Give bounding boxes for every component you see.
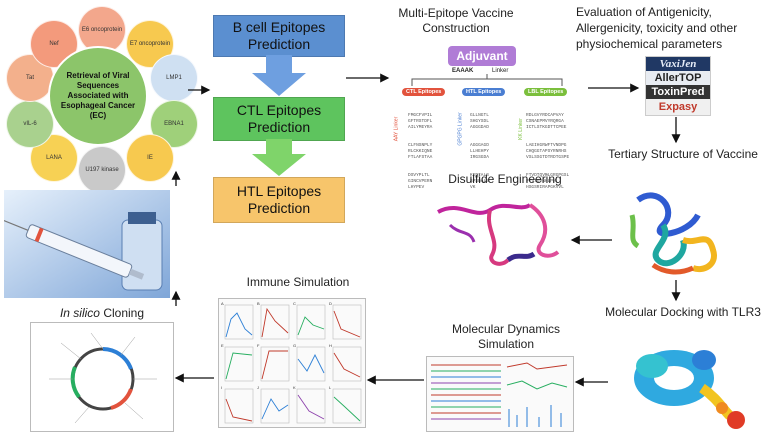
- toxinpred-logo: ToxinPred: [646, 85, 710, 99]
- down-arrow-green: [252, 139, 306, 176]
- immune-panel-c: C: [293, 301, 296, 306]
- petal-lmp1: LMP1: [150, 54, 198, 102]
- ctl-epitope-label: CTL Epitopes Prediction: [236, 102, 322, 135]
- expasy-logo: Expasy: [646, 99, 710, 115]
- ctl-epitope-box: CTL Epitopes Prediction: [213, 97, 345, 141]
- immune-title: Immune Simulation: [246, 275, 350, 289]
- construct-brace: [411, 74, 563, 86]
- allertop-logo: AllerTOP: [646, 71, 710, 85]
- disulfide-title: Disulfide Engineering: [448, 172, 562, 186]
- immune-panel-b: B: [257, 301, 260, 306]
- ctl-epitopes-tag: CTL Epitopes: [402, 88, 446, 96]
- vaccine-construction-title: Multi-Epitope Vaccine Construction: [398, 6, 514, 35]
- md-plots-figure: [426, 356, 574, 432]
- down-arrow-blue: [252, 55, 306, 96]
- petal-u197: U197 kinase: [78, 146, 126, 194]
- docking-title: Molecular Docking with TLR3: [605, 305, 761, 319]
- vaccine-construct-diagram: Adjuvant EAAAK Linker CTL Epitopes HTL E…: [393, 46, 576, 190]
- immune-panel-a: A: [221, 301, 224, 306]
- vaxijen-logo: VaxiJen: [646, 57, 710, 71]
- evaluation-title: Evaluation of Antigenicity, Allergenicit…: [576, 5, 738, 51]
- immune-panel-k: K: [293, 385, 296, 390]
- immune-panel-j: J: [257, 385, 259, 390]
- htl-epitope-box: HTL Epitopes Prediction: [213, 177, 345, 223]
- petal-ie: IE: [126, 134, 174, 182]
- b-cell-epitope-label: B cell Epitopes Prediction: [232, 19, 326, 52]
- adjuvant-badge: Adjuvant: [448, 46, 516, 66]
- petal-e7: E7 oncoprotein: [126, 20, 174, 68]
- tertiary-structure-image: [629, 192, 717, 275]
- eaaak-label: EAAAK: [452, 68, 474, 74]
- htl-epitopes-tag: HTL Epitopes: [462, 88, 506, 96]
- md-title: Molecular Dynamics Simulation: [451, 322, 561, 351]
- flower-center: Retrieval of Viral Sequences Associated …: [48, 46, 148, 146]
- cloning-title-rest: Cloning: [103, 306, 145, 320]
- immune-panel-d: D: [329, 301, 332, 306]
- docking-complex-image: [634, 350, 745, 429]
- adjuvant-label: Adjuvant: [456, 49, 508, 63]
- htl-epitope-label: HTL Epitopes Prediction: [236, 183, 322, 216]
- disulfide-structure-image: [437, 203, 560, 266]
- tertiary-title: Tertiary Structure of Vaccine: [608, 147, 758, 161]
- flower-center-label: Retrieval of Viral Sequences Associated …: [60, 71, 136, 120]
- linker-label: Linker: [492, 68, 509, 74]
- cloning-title: In silico Cloning: [32, 306, 172, 321]
- immune-panel-i: I: [221, 385, 222, 390]
- immune-panel-h: H: [329, 343, 332, 348]
- cloning-title-italic: In silico: [59, 306, 100, 320]
- lbl-epitopes-tag: LBL Epitopes: [524, 88, 568, 96]
- petal-vil6: vIL-6: [6, 100, 54, 148]
- immune-simulation-figure: A B C D E F G H I J K L: [218, 298, 366, 428]
- plasmid-map-figure: [30, 322, 174, 432]
- immune-panel-g: G: [293, 343, 296, 348]
- vaccine-syringe-image: [4, 190, 170, 298]
- plasmid-map-graphic: [49, 332, 157, 424]
- viral-sequence-flower: E6 oncoprotein E7 oncoprotein LMP1 EBNA1…: [6, 6, 198, 194]
- b-cell-epitope-box: B cell Epitopes Prediction: [213, 15, 345, 57]
- immune-panel-f: F: [257, 343, 260, 348]
- immune-plots-graphic: A B C D E F G H I J K L: [221, 301, 362, 424]
- immune-panel-e: E: [221, 343, 224, 348]
- immune-panel-l: L: [329, 385, 332, 390]
- md-plots-graphic: [431, 362, 568, 427]
- evaluation-logos: VaxiJen AllerTOP ToxinPred Expasy: [645, 56, 711, 116]
